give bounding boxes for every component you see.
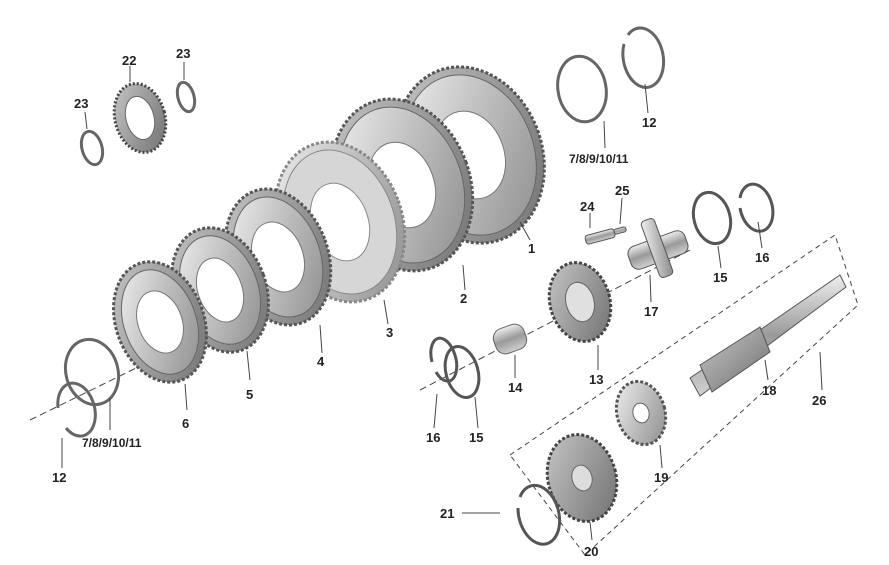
gear-20 [545, 433, 619, 523]
label-23-right: 23 [176, 46, 190, 61]
label-12-right: 12 [642, 115, 656, 130]
label-7-11-right: 7/8/9/10/11 [569, 152, 629, 166]
label-26: 26 [812, 393, 826, 408]
ring-15-left [443, 345, 481, 399]
gear-6 [112, 260, 208, 384]
label-18: 18 [762, 383, 776, 398]
label-24: 24 [580, 199, 595, 214]
washer-23-left [79, 129, 105, 167]
snap-ring-12-right [621, 26, 666, 89]
pin-25 [613, 226, 627, 235]
label-25: 25 [615, 183, 629, 198]
leader-lines [61, 62, 823, 541]
gear-22 [112, 82, 168, 154]
label-4: 4 [317, 354, 325, 369]
label-1: 1 [528, 241, 535, 256]
label-20: 20 [584, 544, 598, 559]
ring-16-right [738, 182, 775, 233]
shaft-18 [689, 274, 847, 397]
label-6: 6 [182, 416, 189, 431]
label-19: 19 [654, 470, 668, 485]
part-labels: 1 2 3 4 5 6 7/8/9/10/11 12 22 23 23 7/8/… [52, 46, 826, 559]
label-2: 2 [460, 291, 467, 306]
label-17: 17 [644, 304, 658, 319]
snap-ring-7-11-right [556, 54, 608, 124]
snap-ring-21 [516, 483, 562, 546]
label-7-11-left: 7/8/9/10/11 [82, 436, 142, 450]
bolt-24 [584, 228, 616, 245]
gear-13 [547, 261, 613, 343]
label-16-left: 16 [426, 430, 440, 445]
label-15-left: 15 [469, 430, 483, 445]
label-13: 13 [589, 372, 603, 387]
ring-15-right [691, 190, 733, 246]
bushing-14 [492, 323, 528, 355]
label-5: 5 [246, 387, 253, 402]
label-22: 22 [122, 53, 136, 68]
label-3: 3 [386, 325, 393, 340]
label-12-left: 12 [52, 470, 66, 485]
ring-16-left [429, 336, 459, 383]
washer-23-right [175, 80, 197, 114]
label-21: 21 [440, 506, 454, 521]
label-15-right: 15 [713, 270, 727, 285]
gear-19 [614, 379, 668, 447]
shift-shaft-17 [627, 218, 689, 278]
label-14: 14 [508, 380, 523, 395]
snap-ring-7-11-left [63, 337, 121, 407]
label-16-right: 16 [755, 250, 769, 265]
label-23-left: 23 [74, 96, 88, 111]
snap-ring-12-left [56, 381, 97, 438]
